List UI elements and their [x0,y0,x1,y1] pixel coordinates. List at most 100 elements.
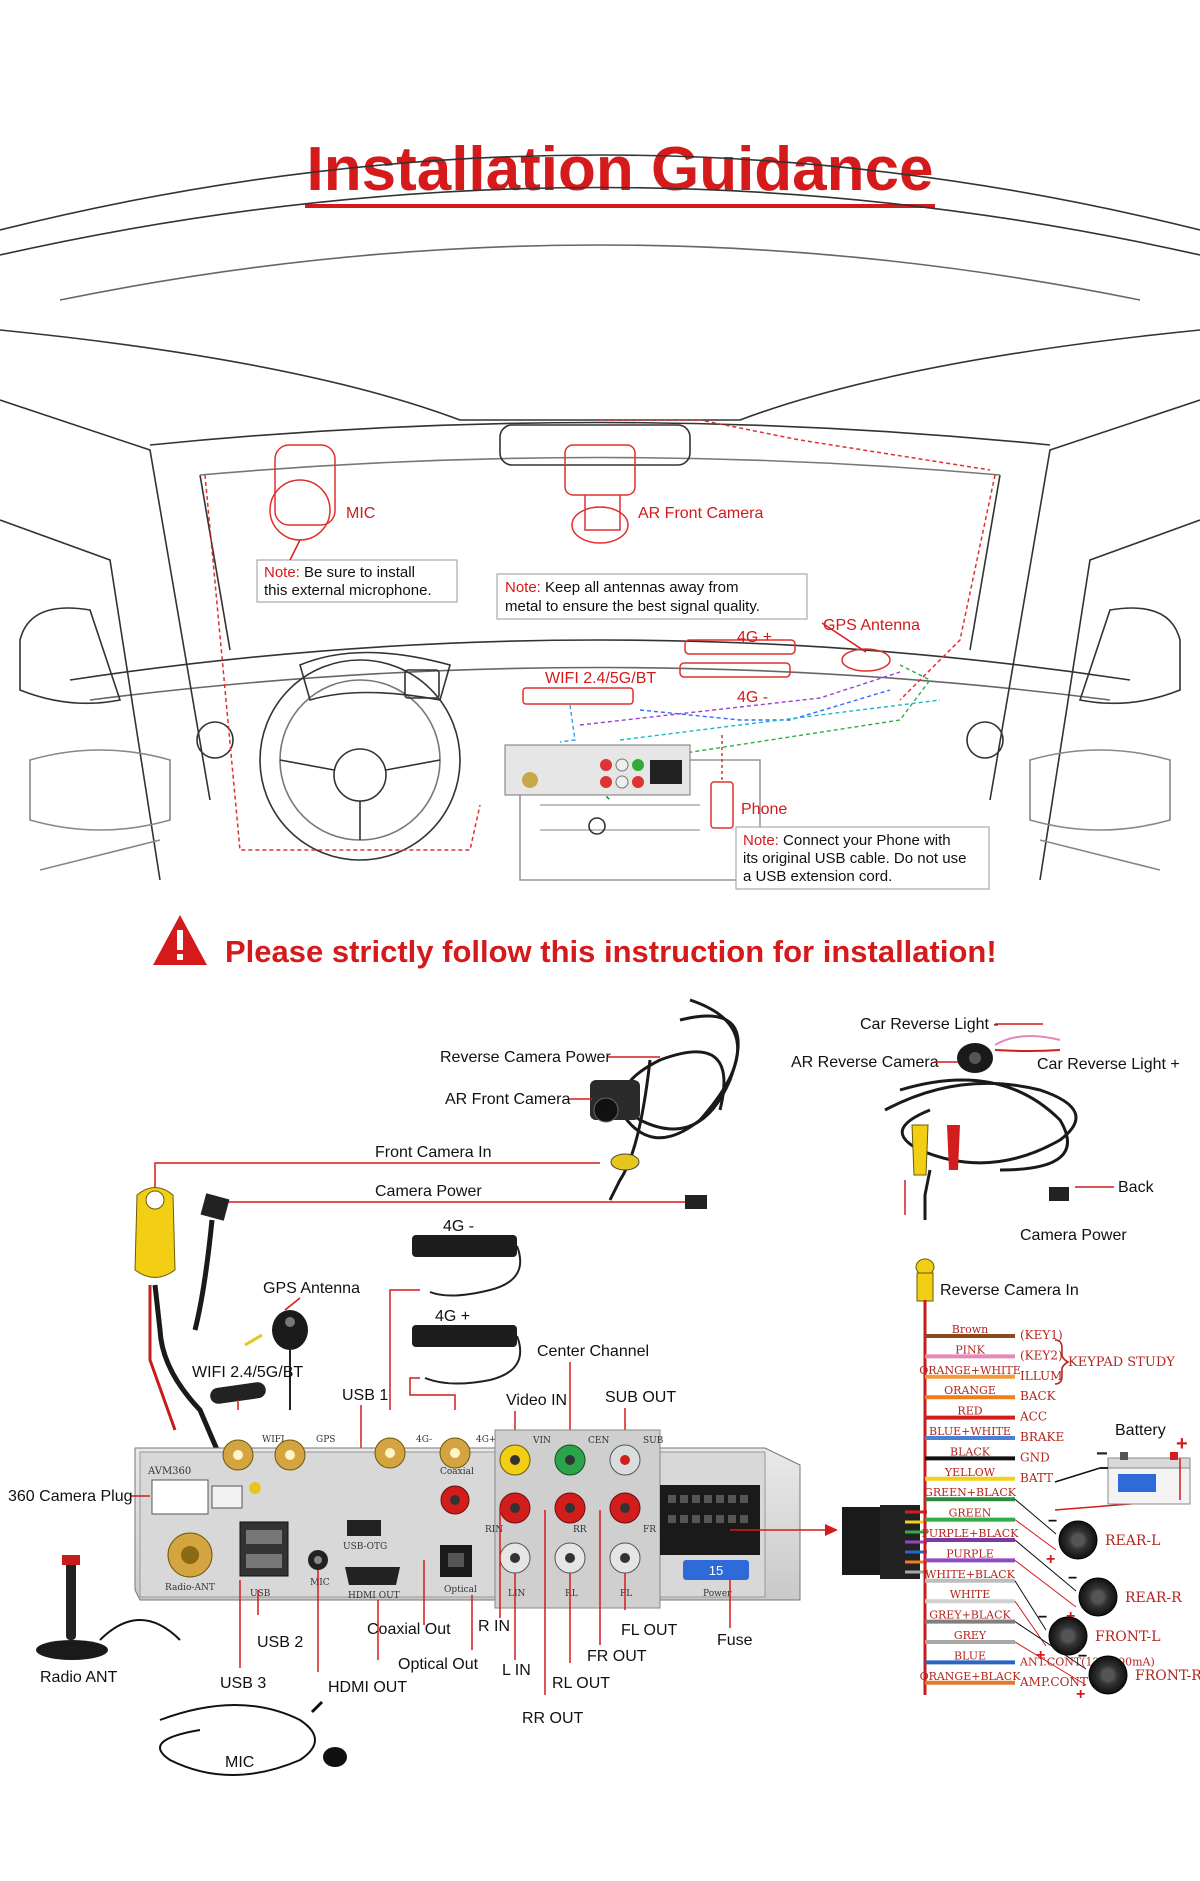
antenna-note-text: Keep all antennas away from [541,579,739,596]
gps-antenna-device [272,1297,308,1410]
rca-block: VIN CEN SUB RIN RR FR LIN RL FL [485,1429,664,1609]
wifi-antenna-device [210,1333,266,1410]
4g-plus-antenna [409,1325,522,1410]
svg-text:MIC: MIC [310,1578,330,1588]
optical-out-label: Optical Out [398,1656,479,1673]
avm360-port: AVM360 [147,1466,261,1515]
4g-minus-label: 4G - [443,1218,474,1235]
battery-device: + − [1096,1433,1191,1505]
svg-text:AVM360: AVM360 [147,1466,191,1477]
iso-connector [842,1505,927,1579]
svg-text:VIN: VIN [532,1436,551,1446]
coaxial-out-label: Coaxial Out [367,1621,451,1638]
reverse-light-wires [994,1035,1061,1052]
phone-note: Note: Connect your Phone with its origin… [735,826,990,890]
fl-out-label: FL OUT [621,1622,678,1639]
video-in-label: Video IN [506,1392,567,1409]
rr-out-label: RR OUT [522,1710,584,1727]
svg-text:HDMI OUT: HDMI OUT [348,1591,400,1601]
mic-label: MIC [225,1754,254,1771]
keypad-study-label: KEYPAD STUDY [1068,1355,1175,1370]
harness-wire-label: WHITE [950,1588,991,1601]
reverse-camera-cable-bundle [884,1078,1078,1220]
speaker-plus: + [1046,1551,1055,1568]
camera-plug-360-label: 360 Camera Plug [8,1488,133,1505]
mic-note-text-2: this external microphone. [264,582,432,599]
gnd-to-battery [1054,1467,1101,1483]
svg-text:CEN: CEN [588,1436,609,1446]
speaker-plus: + [1066,1608,1075,1625]
harness-wire-label: GREY [954,1629,987,1642]
port-leader-lines [130,1495,731,1695]
gps-antenna-label: GPS Antenna [263,1280,360,1297]
warning-icon [153,915,207,965]
phone-note-text: Connect your Phone with [779,832,951,849]
ar-front-camera-device [590,1080,640,1123]
speaker-plus: + [1076,1686,1085,1703]
speaker-wire-neg [1014,1498,1057,1535]
harness-wire-label: PINK [955,1343,985,1356]
antenna-note-heading: Note: [505,579,541,596]
car-4g-plus-label: 4G + [737,629,772,646]
svg-text:4G+: 4G+ [476,1435,496,1445]
r-in-label: R IN [478,1618,510,1635]
harness-wire-label: ORANGE+BLACK [920,1670,1022,1683]
coaxial-port: Coaxial [440,1467,474,1515]
harness-wire-function: ILLUM [1020,1369,1062,1383]
car-mic-label: MIC [346,505,375,522]
front-camera-cable-bundle [608,998,740,1201]
harness-wire-function: BRAKE [1020,1430,1064,1444]
usb-otg-port: USB-OTG [343,1520,387,1552]
svg-text:Power: Power [703,1589,732,1599]
reverse-camera-power-label: Reverse Camera Power [440,1049,611,1066]
svg-text:Optical: Optical [444,1585,477,1595]
speaker-wire-neg [1014,1621,1087,1670]
antenna-note-text-2: metal to ensure the best signal quality. [505,598,760,615]
usb2-label: USB 2 [257,1634,303,1651]
fuse-block [683,1560,749,1580]
power-connector: 15 Power [660,1485,838,1599]
4g-plus-label: 4G + [435,1308,470,1325]
ar-front-camera-label: AR Front Camera [445,1091,570,1108]
4g-minus-antenna [389,1235,522,1410]
svg-text:4G-: 4G- [416,1435,432,1445]
harness-wire-function: ACC [1019,1410,1047,1424]
svg-text:FR: FR [643,1525,656,1535]
harness-wire-label: PURPLE+BLACK [922,1527,1019,1540]
fuse-value: 15 [709,1563,723,1578]
speaker-label: REAR-L [1105,1533,1160,1549]
hdmi-port: HDMI OUT [345,1567,400,1601]
page-title: Installation Guidance [307,135,934,204]
fuse-label: Fuse [717,1632,753,1649]
harness-wire-function: (KEY2) [1020,1348,1063,1362]
ar-reverse-camera-label: AR Reverse Camera [791,1054,939,1071]
usb3-label: USB 3 [220,1675,266,1692]
front-camera-rca-plug [134,1187,233,1481]
speakers: −+REAR-L−+REAR-R−+FRONT-L−+FRONT-R [1014,1498,1200,1703]
svg-text:RIN: RIN [485,1525,503,1535]
speaker-cone [1062,1630,1074,1642]
harness-wire-function: BATT [1020,1471,1053,1485]
svg-text:Note: Connect your Phone with: Note: Connect your Phone with [743,832,951,849]
car-4g-minus-label: 4G - [737,689,768,706]
svg-text:RL: RL [565,1589,578,1599]
svg-text:Radio-ANT: Radio-ANT [165,1583,215,1593]
harness-wire-function: AMP.CONT [1019,1675,1088,1689]
svg-text:Note: Keep all antennas away f: Note: Keep all antennas away from [505,579,738,596]
phone-note-text-2: its original USB cable. Do not use [743,850,966,867]
harness-wire-label: BLUE+WHITE [929,1425,1011,1438]
harness-wire-label: GREY+BLACK [929,1609,1011,1622]
speaker-wire-pos [1014,1560,1077,1608]
wifi-antenna-label: WIFI 2.4/5G/BT [192,1364,303,1381]
svg-text:USB: USB [250,1589,271,1599]
hdmi-out-label: HDMI OUT [328,1679,407,1696]
radio-ant-port: Radio-ANT [165,1532,215,1593]
warning-text: Please strictly follow this instruction … [225,934,997,969]
phone-note-text-3: a USB extension cord. [743,868,892,885]
harness-wire-label: Brown [952,1323,988,1336]
car-phone-label: Phone [741,801,787,818]
speaker-label: REAR-R [1125,1590,1182,1606]
speaker-minus: − [1048,1513,1057,1530]
antenna-routing [559,664,941,801]
